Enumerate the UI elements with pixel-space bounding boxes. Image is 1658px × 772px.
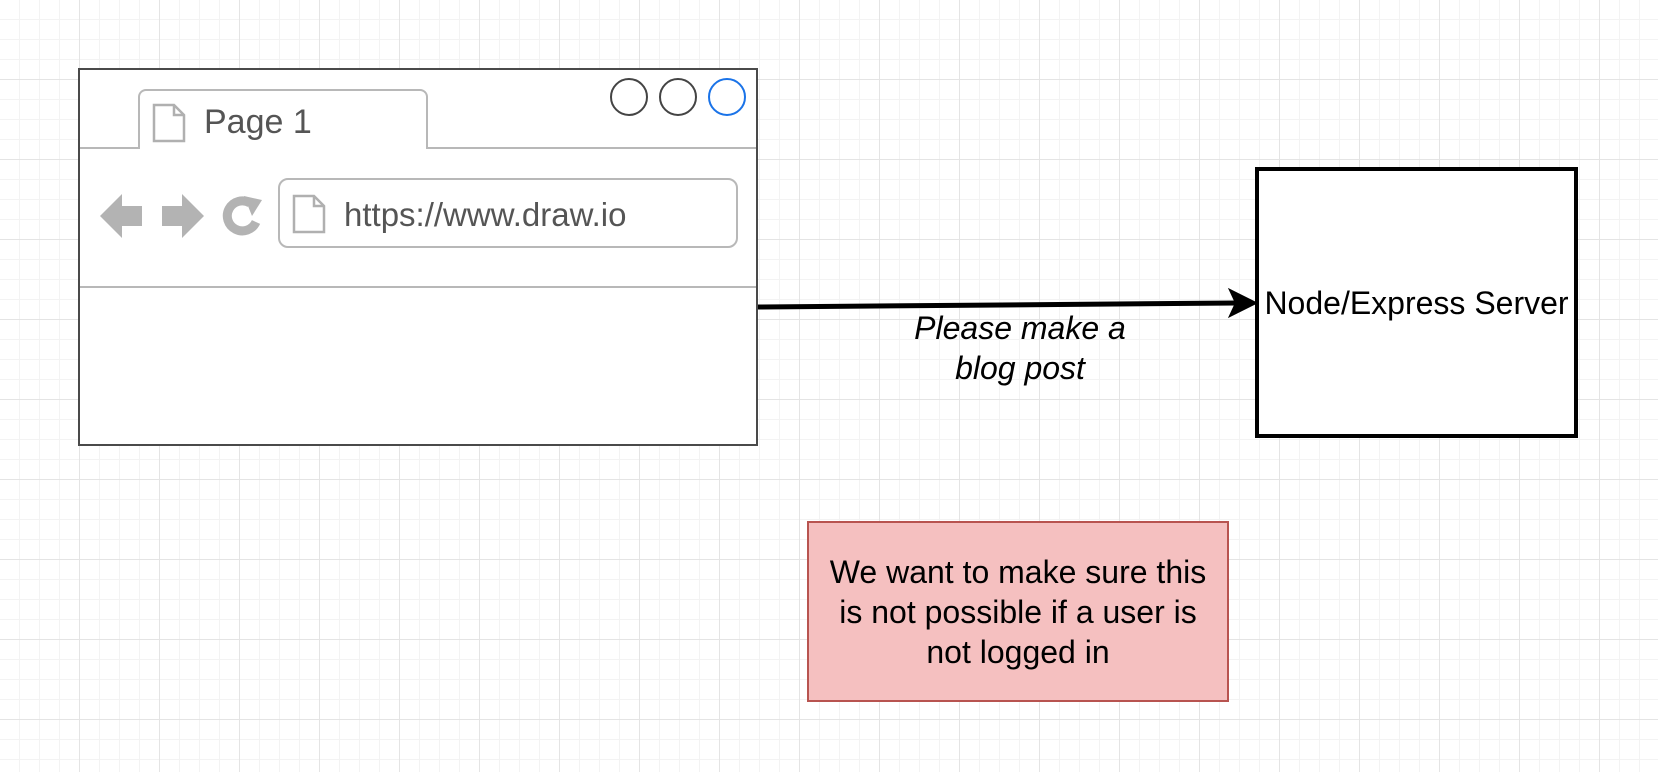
url-text: https://www.draw.io xyxy=(344,196,627,233)
page-icon xyxy=(152,103,186,143)
server-node[interactable]: Node/Express Server xyxy=(1255,167,1578,438)
url-bar[interactable]: https://www.draw.io xyxy=(278,178,738,248)
note-box[interactable]: We want to make sure this is not possibl… xyxy=(807,521,1229,702)
reload-icon[interactable] xyxy=(220,194,264,238)
back-arrow-icon[interactable] xyxy=(98,192,144,240)
edge-label: Please make a blog post xyxy=(914,310,1126,386)
window-button-1[interactable] xyxy=(610,78,648,116)
content-divider xyxy=(80,286,756,288)
server-label: Node/Express Server xyxy=(1264,284,1569,321)
tab-title: Page 1 xyxy=(204,103,312,141)
window-button-3[interactable] xyxy=(708,78,746,116)
browser-tab[interactable]: Page 1 xyxy=(138,89,428,149)
forward-arrow-icon[interactable] xyxy=(160,192,206,240)
window-button-2[interactable] xyxy=(659,78,697,116)
browser-mockup[interactable]: Page 1 https://www.draw.io xyxy=(78,68,758,446)
note-label: We want to make sure this is not possibl… xyxy=(829,553,1207,670)
page-icon xyxy=(292,194,326,234)
